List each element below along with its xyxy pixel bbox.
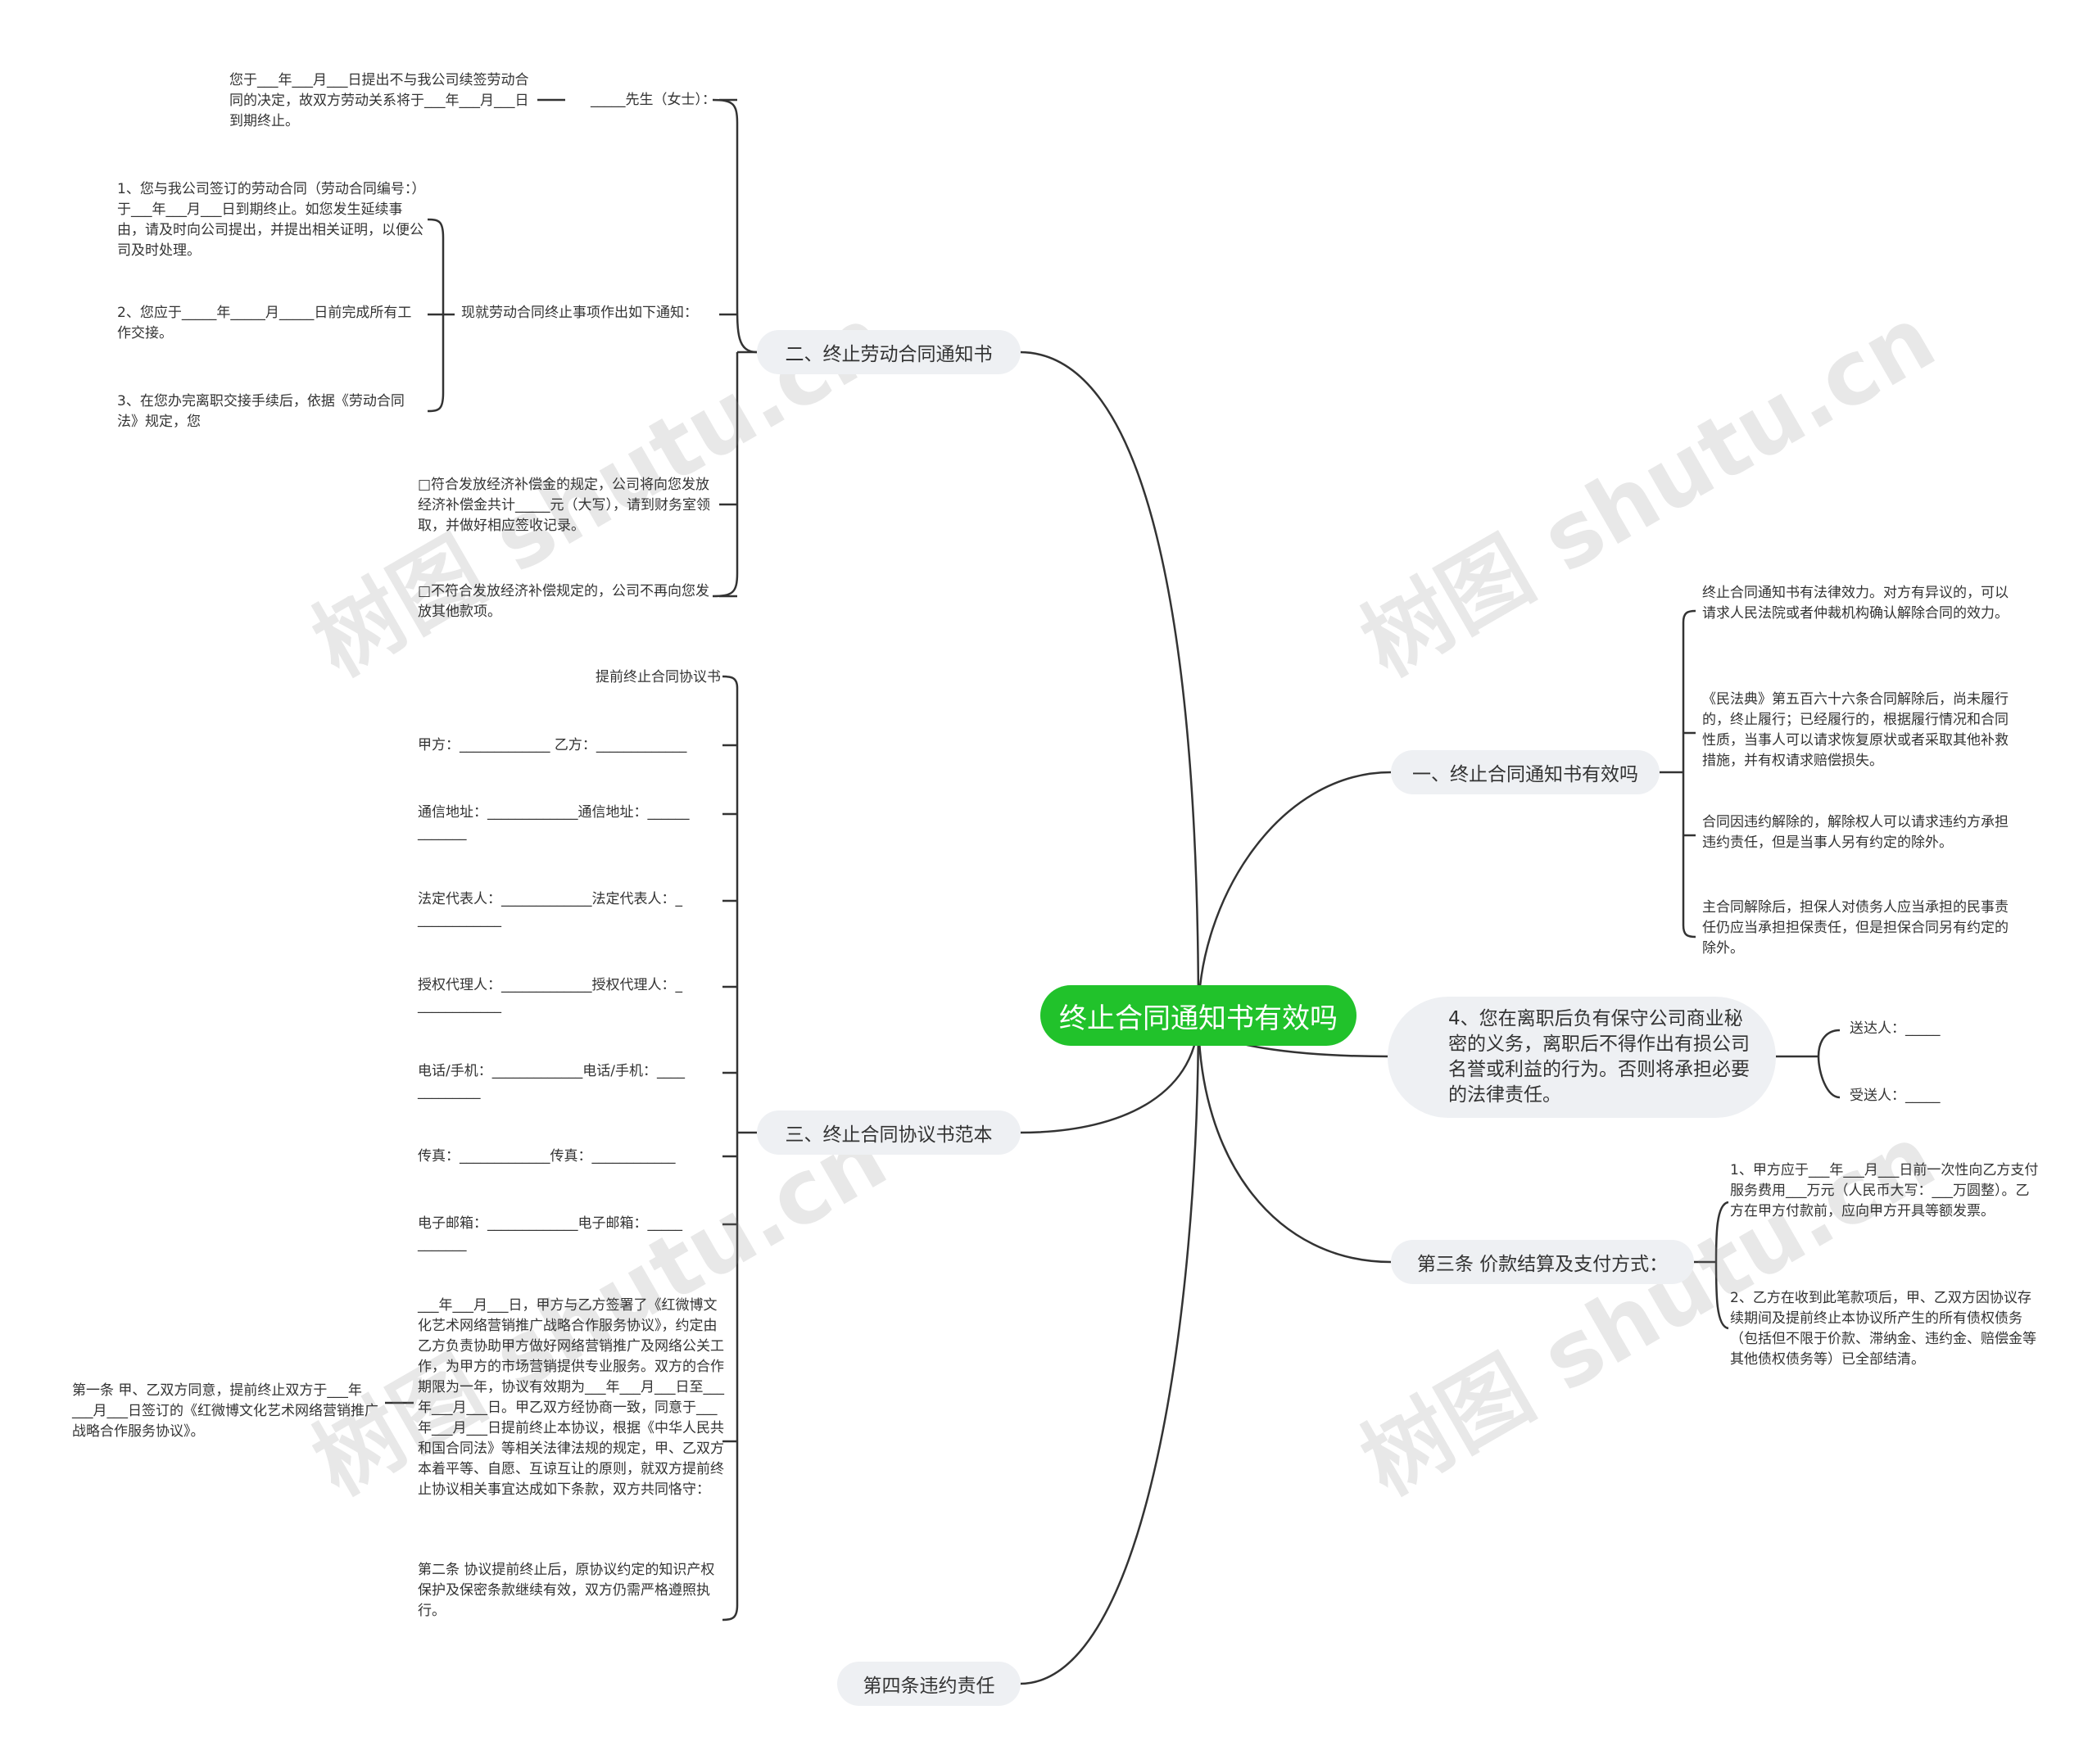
leaf-first-clause: 第一条 甲、乙双方同意，提前终止双方于___年___月___日签订的《红微博文化… — [72, 1382, 378, 1440]
leaf-validity-3: 合同因违约解除的，解除权人可以请求违约方承担违约责任，但是当事人另有约定的除外。 — [1702, 814, 2009, 851]
link-b4 — [1019, 1015, 1200, 1685]
leaf-fax: 传真：_____________传真：____________ — [418, 1148, 676, 1165]
leaf-deliverer: 送达人：_____ — [1850, 1020, 1941, 1037]
leaf-second-clause: 第二条 协议提前终止后，原协议约定的知识产权保护及保密条款继续有效，双方仍需严格… — [418, 1562, 715, 1619]
leaf-comp-yes: □符合发放经济补偿金的规定，公司将向您发放经济补偿金共计_____元（大写），请… — [418, 477, 710, 534]
leaf-address: 通信地址：_____________通信地址：______ _______ — [418, 804, 690, 841]
leaf-validity-1: 终止合同通知书有法律效力。对方有异议的，可以请求人民法院或者仲裁机构确认解除合同… — [1702, 585, 2009, 622]
leaf-notice-intro: 现就劳动合同终止事项作出如下通知： — [461, 305, 698, 321]
leaf-payment-1: 1、甲方应于___年___月___日前一次性向乙方支付服务费用___万元（人民币… — [1730, 1162, 2039, 1219]
leaf-party-names: 甲方：_____________ 乙方：_____________ — [418, 737, 687, 753]
link-b2 — [1019, 351, 1200, 1016]
link-b6 — [1197, 1015, 1392, 1264]
bracket-b1 — [1659, 609, 1696, 939]
leaf-validity-2: 《民法典》第五百六十六条合同解除后，尚未履行的，终止履行；已经履行的，根据履行情… — [1702, 691, 2009, 769]
bracket-b5 — [1776, 1029, 1841, 1099]
leaf-gentleman: _____先生（女士）： — [591, 92, 716, 108]
bracket-b3 — [722, 675, 757, 1622]
leaf-agreement-title: 提前终止合同协议书 — [596, 669, 721, 685]
central-topic[interactable]: 终止合同通知书有效吗 — [1040, 985, 1356, 1046]
leaf-legal-rep: 法定代表人：_____________法定代表人：_ ____________ — [418, 891, 682, 928]
bracket-b2 — [712, 98, 758, 598]
leaf-payment-2: 2、乙方在收到此笔款项后，甲、乙双方因协议存续期间及提前终止本协议所产生的所有债… — [1730, 1290, 2036, 1368]
branch-is-notice-valid[interactable]: 一、终止合同通知书有效吗 — [1391, 750, 1660, 794]
bracket-b6 — [1694, 1201, 1729, 1330]
leaf-validity-4: 主合同解除后，担保人对债务人应当承担的民事责任仍应当承担担保责任，但是担保合同另… — [1702, 899, 2009, 957]
branch-confidentiality-obligation[interactable]: 4、您在离职后负有保守公司商业秘密的义务，离职后不得作出有损公司名誉或利益的行为… — [1388, 997, 1776, 1118]
leaf-email: 电子邮箱：_____________电子邮箱：_____ _______ — [418, 1215, 682, 1252]
branch-breach-liability[interactable]: 第四条违约责任 — [837, 1662, 1021, 1706]
leaf-item-2: 2、您应于_____年_____月_____日前完成所有工作交接。 — [117, 305, 412, 341]
link-b2-leaf — [719, 98, 757, 598]
branch-termination-agreement-template[interactable]: 三、终止合同协议书范本 — [757, 1110, 1021, 1155]
leaf-recipient: 受送人：_____ — [1850, 1088, 1941, 1104]
branch-termination-labor-notice[interactable]: 二、终止劳动合同通知书 — [757, 330, 1021, 374]
bracket-b2-items — [427, 218, 455, 413]
leaf-item-3: 3、在您办完离职交接手续后，依据《劳动合同法》规定，您 — [117, 393, 405, 430]
leaf-item-1: 1、您与我公司签订的劳动合同（劳动合同编号：）于___年___月___日到期终止… — [117, 181, 423, 259]
leaf-recital: ___年___月___日，甲方与乙方签署了《红微博文化艺术网络营销推广战略合作服… — [418, 1297, 724, 1498]
link-b1 — [1197, 771, 1392, 1016]
leaf-agent: 授权代理人：_____________授权代理人：_ ____________ — [418, 977, 682, 1014]
leaf-notice-date: 您于___年___月___日提出不与我公司续签劳动合同的决定，故双方劳动关系将于… — [229, 72, 529, 129]
leaf-phone: 电话/手机：_____________电话/手机：____ _________ — [418, 1063, 685, 1100]
leaf-comp-no: □不符合发放经济补偿规定的，公司不再向您发放其他款项。 — [418, 583, 710, 620]
link-b3-leaf — [722, 744, 737, 1443]
branch-payment-settlement[interactable]: 第三条 价款结算及支付方式： — [1391, 1240, 1694, 1284]
